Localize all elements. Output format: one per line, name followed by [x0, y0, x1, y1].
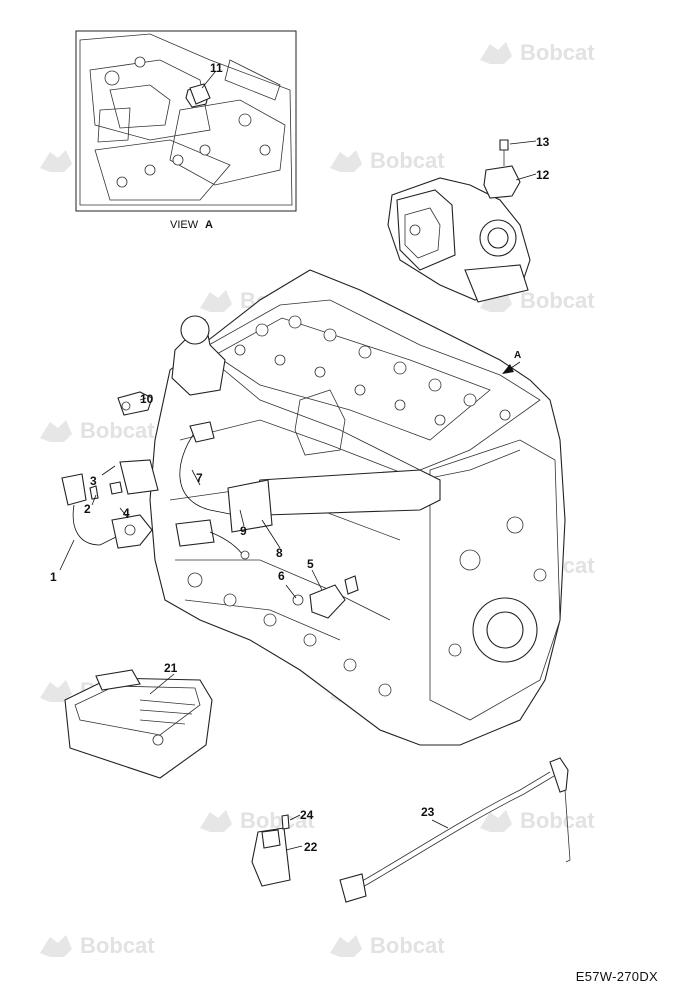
callout-13: 13 [536, 135, 550, 149]
callout-22: 22 [304, 840, 318, 854]
watermark-logo: Bobcat [480, 808, 595, 833]
callout-3: 3 [90, 474, 97, 488]
callout-4: 4 [123, 506, 130, 520]
inset-view-a: VIEW A [75, 30, 297, 231]
callout-23: 23 [421, 805, 435, 819]
callout-7: 7 [196, 471, 203, 485]
callout-2: 2 [84, 502, 91, 516]
throttle-body [387, 139, 531, 303]
watermark-text: Bobcat [80, 933, 155, 958]
watermark-logo: Bobcat [330, 933, 445, 958]
watermark-logo: Bobcat [330, 148, 445, 173]
watermark-text: Bobcat [520, 40, 595, 65]
callout-6: 6 [278, 569, 285, 583]
callout-9: 9 [240, 524, 247, 538]
view-label: VIEW [170, 219, 199, 231]
watermark-logo: Bobcat [40, 933, 155, 958]
callout-12: 12 [536, 168, 550, 182]
watermark-text: Bobcat [520, 808, 595, 833]
ecu-module [64, 669, 213, 779]
callout-labels: 1 2 3 4 5 6 7 8 9 10 11 12 13 21 22 23 2… [50, 61, 550, 854]
arrow-letter: A [514, 350, 521, 361]
callout-5: 5 [307, 557, 314, 571]
watermark-text: Bobcat [370, 148, 445, 173]
callout-1: 1 [50, 570, 57, 584]
mass-airflow-sensor [251, 814, 291, 887]
watermark-text: Bobcat [370, 933, 445, 958]
temperature-sensor [339, 757, 571, 903]
watermark-text: Bobcat [80, 418, 155, 443]
callout-24: 24 [300, 808, 314, 822]
callout-21: 21 [164, 661, 178, 675]
drawing-code: E57W-270DX [575, 969, 658, 984]
callout-leaders [59, 71, 537, 851]
callout-8: 8 [276, 546, 283, 560]
callout-11: 11 [210, 61, 223, 75]
engine-block [149, 269, 566, 746]
watermark-text: Bobcat [520, 288, 595, 313]
head-bolts [234, 315, 511, 426]
view-direction-arrow: A [502, 350, 521, 374]
watermark-logo: Bobcat [40, 418, 155, 443]
view-letter: A [205, 219, 213, 231]
watermark-logo: Bobcat [480, 40, 595, 65]
sensor-components [61, 83, 359, 619]
watermark-logo: Bobcat [200, 808, 315, 833]
callout-10: 10 [140, 392, 154, 406]
connector-1 [61, 473, 87, 506]
